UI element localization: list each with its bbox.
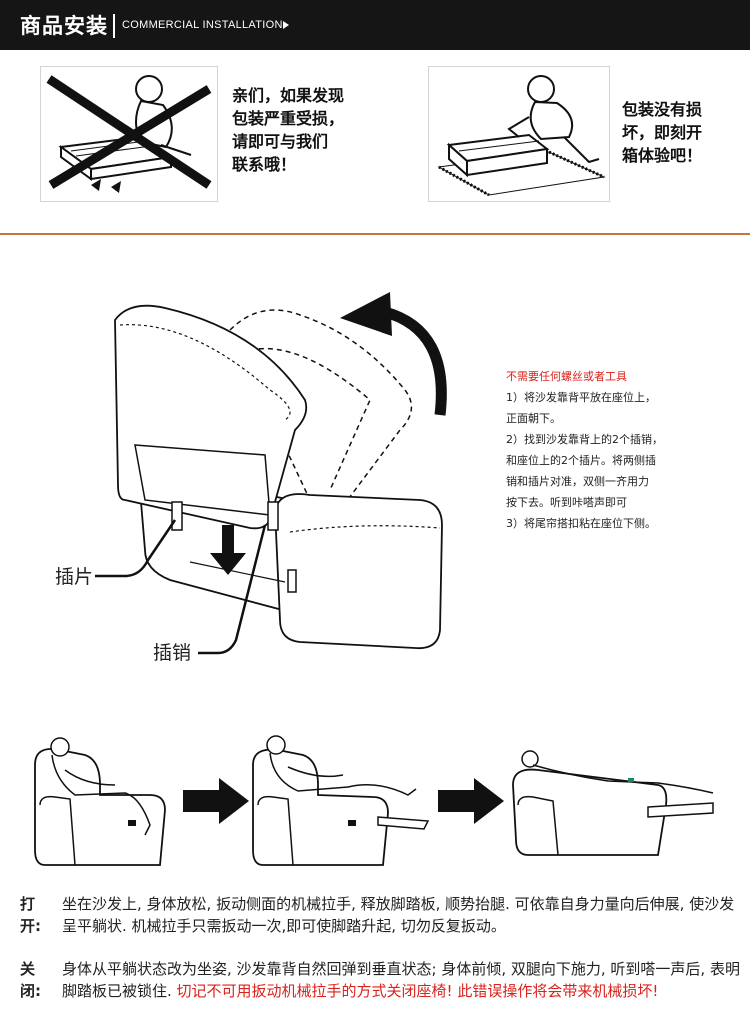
- header-separator: [113, 14, 115, 38]
- section-subtitle: COMMERCIAL INSTALLATION: [122, 19, 283, 31]
- text-line: 请即可与我们: [232, 132, 329, 151]
- damaged-package-message: 亲们，如果发现 包装严重受损， 请即可与我们 联系哦！: [232, 84, 344, 176]
- instruction-line: 正面朝下。: [506, 412, 561, 425]
- arrow-right-icon: [183, 778, 249, 824]
- section-header: 商品安装 COMMERCIAL INSTALLATION: [0, 0, 750, 50]
- intact-package-message: 包装没有损 坏，即刻开 箱体验吧！: [622, 98, 702, 167]
- instruction-line: 3）将尾帘搭扣粘在座位下侧。: [506, 517, 656, 530]
- footrest-stage-illustration: [252, 735, 430, 866]
- intact-package-illustration: [428, 66, 610, 202]
- text-line: 包装没有损: [622, 100, 703, 119]
- section-divider: [0, 233, 750, 235]
- assembly-instructions: 不需要任何螺丝或者工具 1）将沙发靠背平放在座位上， 正面朝下。 2）找到沙发靠…: [506, 366, 663, 534]
- instruction-line: 2）找到沙发靠背上的2个插销，: [506, 433, 663, 446]
- text-line: 联系哦！: [232, 155, 297, 174]
- intact-box-icon: [437, 75, 606, 197]
- open-text: 坐在沙发上, 身体放松, 扳动侧面的机械拉手, 释放脚踏板, 顺势抬腿. 可依靠…: [62, 895, 735, 935]
- damaged-package-illustration: [40, 66, 218, 202]
- close-label: 关闭:: [20, 960, 41, 1000]
- instruction-line: 1）将沙发靠背平放在座位上，: [506, 391, 656, 404]
- sitting-stage-illustration: [34, 737, 166, 866]
- instruction-line: 销和插片对准，双侧一齐用力: [506, 475, 649, 488]
- text-line: 坏，即刻开: [622, 123, 703, 142]
- damaged-box-icon: [46, 75, 212, 193]
- reclined-stage-illustration: [512, 750, 714, 856]
- instruction-line: 按下去。听到咔嗒声即可: [506, 496, 627, 509]
- text-line: 亲们，如果发现: [232, 86, 345, 105]
- close-text-block: 身体从平躺状态改为坐姿, 沙发靠背自然回弹到垂直状态; 身体前倾, 双腿向下施力…: [62, 958, 742, 1002]
- instruction-line: 和座位上的2个插片。将两侧插: [506, 454, 656, 467]
- arrow-right-icon: [438, 778, 504, 824]
- text-line: 箱体验吧！: [622, 146, 703, 165]
- instructions-title: 不需要任何螺丝或者工具: [506, 370, 627, 383]
- tab-label: 插片: [55, 566, 94, 588]
- sofa-assembly-diagram: [95, 292, 447, 655]
- pin-label: 插销: [153, 642, 192, 664]
- triangle-right-icon: [283, 21, 289, 29]
- close-warning: 切记不可用扳动机械拉手的方式关闭座椅! 此错误操作将会带来机械损坏!: [176, 982, 659, 1000]
- close-text: 身体从平躺状态改为坐姿, 沙发靠背自然回弹到垂直状态; 身体前倾, 双腿向下施力…: [62, 960, 740, 1000]
- section-title: 商品安装: [20, 14, 108, 38]
- open-label: 打开:: [20, 895, 41, 935]
- text-line: 包装严重受损，: [232, 109, 345, 128]
